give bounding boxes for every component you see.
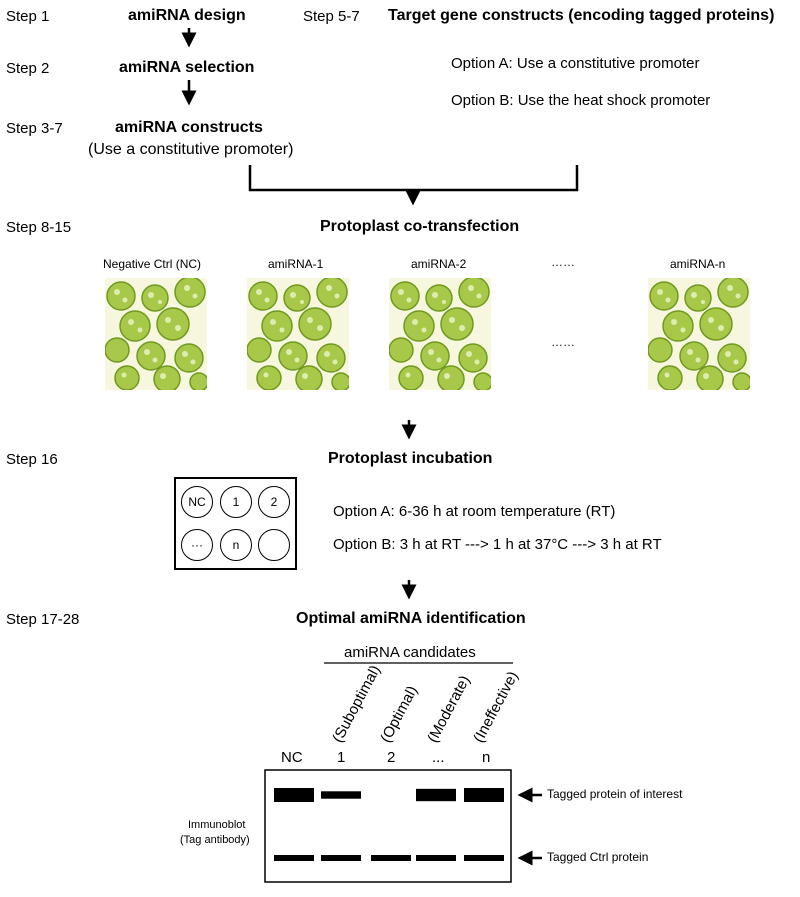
plate-well-2: 2	[258, 486, 290, 518]
ctrl-band-lane-3	[371, 855, 411, 861]
step-5-7-label: Step 5-7	[303, 8, 360, 25]
sample-label-amirna-2: amiRNA-2	[411, 257, 467, 271]
constructs-promoter-note: (Use a constitutive promoter)	[88, 141, 294, 158]
heading-identification: Optimal amiRNA identification	[296, 610, 526, 627]
step-17-28-label: Step 17-28	[6, 611, 80, 628]
protein-of-interest-label: Tagged protein of interest	[547, 787, 683, 801]
sample-image-ellipsis: ……	[551, 335, 575, 349]
step-8-15-label: Step 8-15	[6, 219, 72, 236]
sample-label-ellipsis: ……	[551, 255, 575, 269]
incubation-option-a: Option A: 6-36 h at room temperature (RT…	[333, 503, 616, 520]
ctrl-band-lane-1	[274, 855, 314, 861]
heading-amirna-design: amiRNA design	[128, 7, 246, 24]
poi-band-lane-1	[274, 788, 314, 802]
culture-plate: NC 1 2 ··· n	[174, 477, 297, 570]
plate-well-1: 1	[220, 486, 252, 518]
poi-band-lane-5	[464, 788, 504, 802]
lane-label-nc: NC	[281, 749, 303, 766]
protoplast-image-nc	[105, 278, 207, 390]
immunoblot-membrane	[264, 769, 512, 883]
lane-label-n: n	[482, 749, 491, 766]
sample-label-nc: Negative Ctrl (NC)	[103, 257, 202, 271]
step-3-7-label: Step 3-7	[6, 120, 63, 137]
sample-label-amirna-n: amiRNA-n	[670, 257, 726, 271]
step-16-label: Step 16	[6, 451, 58, 468]
tag-antibody-label: (Tag antibody)	[180, 834, 250, 846]
ctrl-protein-label: Tagged Ctrl protein	[547, 850, 649, 864]
protoplast-image-amirna-2	[389, 278, 491, 390]
step-1-label: Step 1	[6, 8, 50, 25]
sample-label-amirna-1: amiRNA-1	[268, 257, 324, 271]
plate-well-empty	[258, 529, 290, 561]
heading-target-constructs: Target gene constructs (encoding tagged …	[388, 7, 775, 24]
plate-well-n: n	[220, 529, 252, 561]
target-option-a: Option A: Use a constitutive promoter	[451, 55, 700, 72]
ctrl-band-lane-4	[416, 855, 456, 861]
immunoblot-label: Immunoblot	[188, 819, 246, 831]
lane-label-2: 2	[387, 749, 396, 766]
plate-well-nc: NC	[181, 486, 213, 518]
poi-band-lane-4	[416, 788, 456, 802]
heading-amirna-selection: amiRNA selection	[119, 59, 255, 76]
step-2-label: Step 2	[6, 60, 50, 77]
protoplast-image-amirna-1	[247, 278, 349, 390]
heading-incubation: Protoplast incubation	[328, 450, 493, 467]
heading-amirna-constructs: amiRNA constructs	[115, 119, 263, 136]
ctrl-band-lane-5	[464, 855, 504, 861]
amirna-candidates-label: amiRNA candidates	[344, 644, 476, 661]
incubation-option-b: Option B: 3 h at RT ---> 1 h at 37°C ---…	[333, 536, 662, 553]
plate-well-ellipsis: ···	[181, 529, 213, 561]
protoplast-image-amirna-n	[648, 278, 750, 390]
poi-band-lane-2	[321, 791, 361, 799]
ctrl-band-lane-2	[321, 855, 361, 861]
target-option-b: Option B: Use the heat shock promoter	[451, 92, 711, 109]
lane-label-1: 1	[337, 749, 346, 766]
lane-label-ellipsis: ...	[432, 749, 445, 766]
heading-cotransfection: Protoplast co-transfection	[320, 218, 520, 235]
